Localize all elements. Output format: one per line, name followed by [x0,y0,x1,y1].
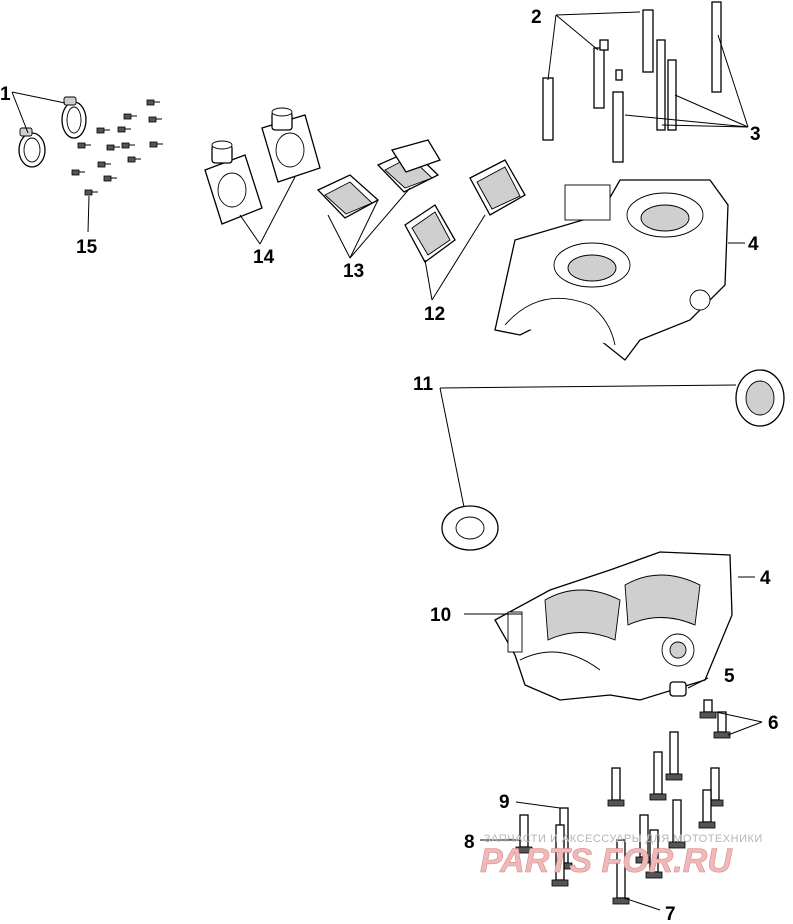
callout-4-upper: 4 [748,234,759,255]
part-crankcase-bolts [515,699,731,905]
callout-labels: 1 2 3 4 4 5 6 7 8 9 10 11 12 13 14 15 [0,7,779,924]
callout-3: 3 [750,124,761,145]
part-plug [669,681,687,697]
part-small-screws [71,99,163,196]
leader-lines [11,11,763,911]
callout-7: 7 [665,904,676,924]
part-reed-valve-blocks [316,139,441,219]
part-intake-flanges [204,107,321,225]
callout-8: 8 [464,832,475,853]
callout-6: 6 [768,713,779,734]
callout-9: 9 [499,792,510,813]
part-crankshaft-seals [441,369,785,551]
part-lower-crankcase [494,551,733,701]
part-upper-crankcase [494,179,729,361]
watermark: ЗАПЧАСТИ И АКСЕССУАРЫ ДЛЯ МОТОТЕХНИКИ PA… [480,833,763,880]
part-reed-valves [404,159,526,263]
part-hose-clamps [18,96,87,168]
callout-14: 14 [253,247,275,268]
callout-1: 1 [0,84,11,105]
callout-10: 10 [430,605,451,626]
callout-15: 15 [76,237,98,258]
callout-11: 11 [413,374,434,395]
watermark-logo: PARTS FOR.RU [480,842,733,880]
part-studs-and-dowels [542,1,722,163]
callout-5: 5 [724,666,735,687]
callout-2: 2 [531,7,542,28]
callout-13: 13 [343,261,364,282]
watermark-tagline: ЗАПЧАСТИ И АКСЕССУАРЫ ДЛЯ МОТОТЕХНИКИ [484,833,763,845]
callout-12: 12 [424,304,445,325]
callout-4-lower: 4 [760,568,771,589]
